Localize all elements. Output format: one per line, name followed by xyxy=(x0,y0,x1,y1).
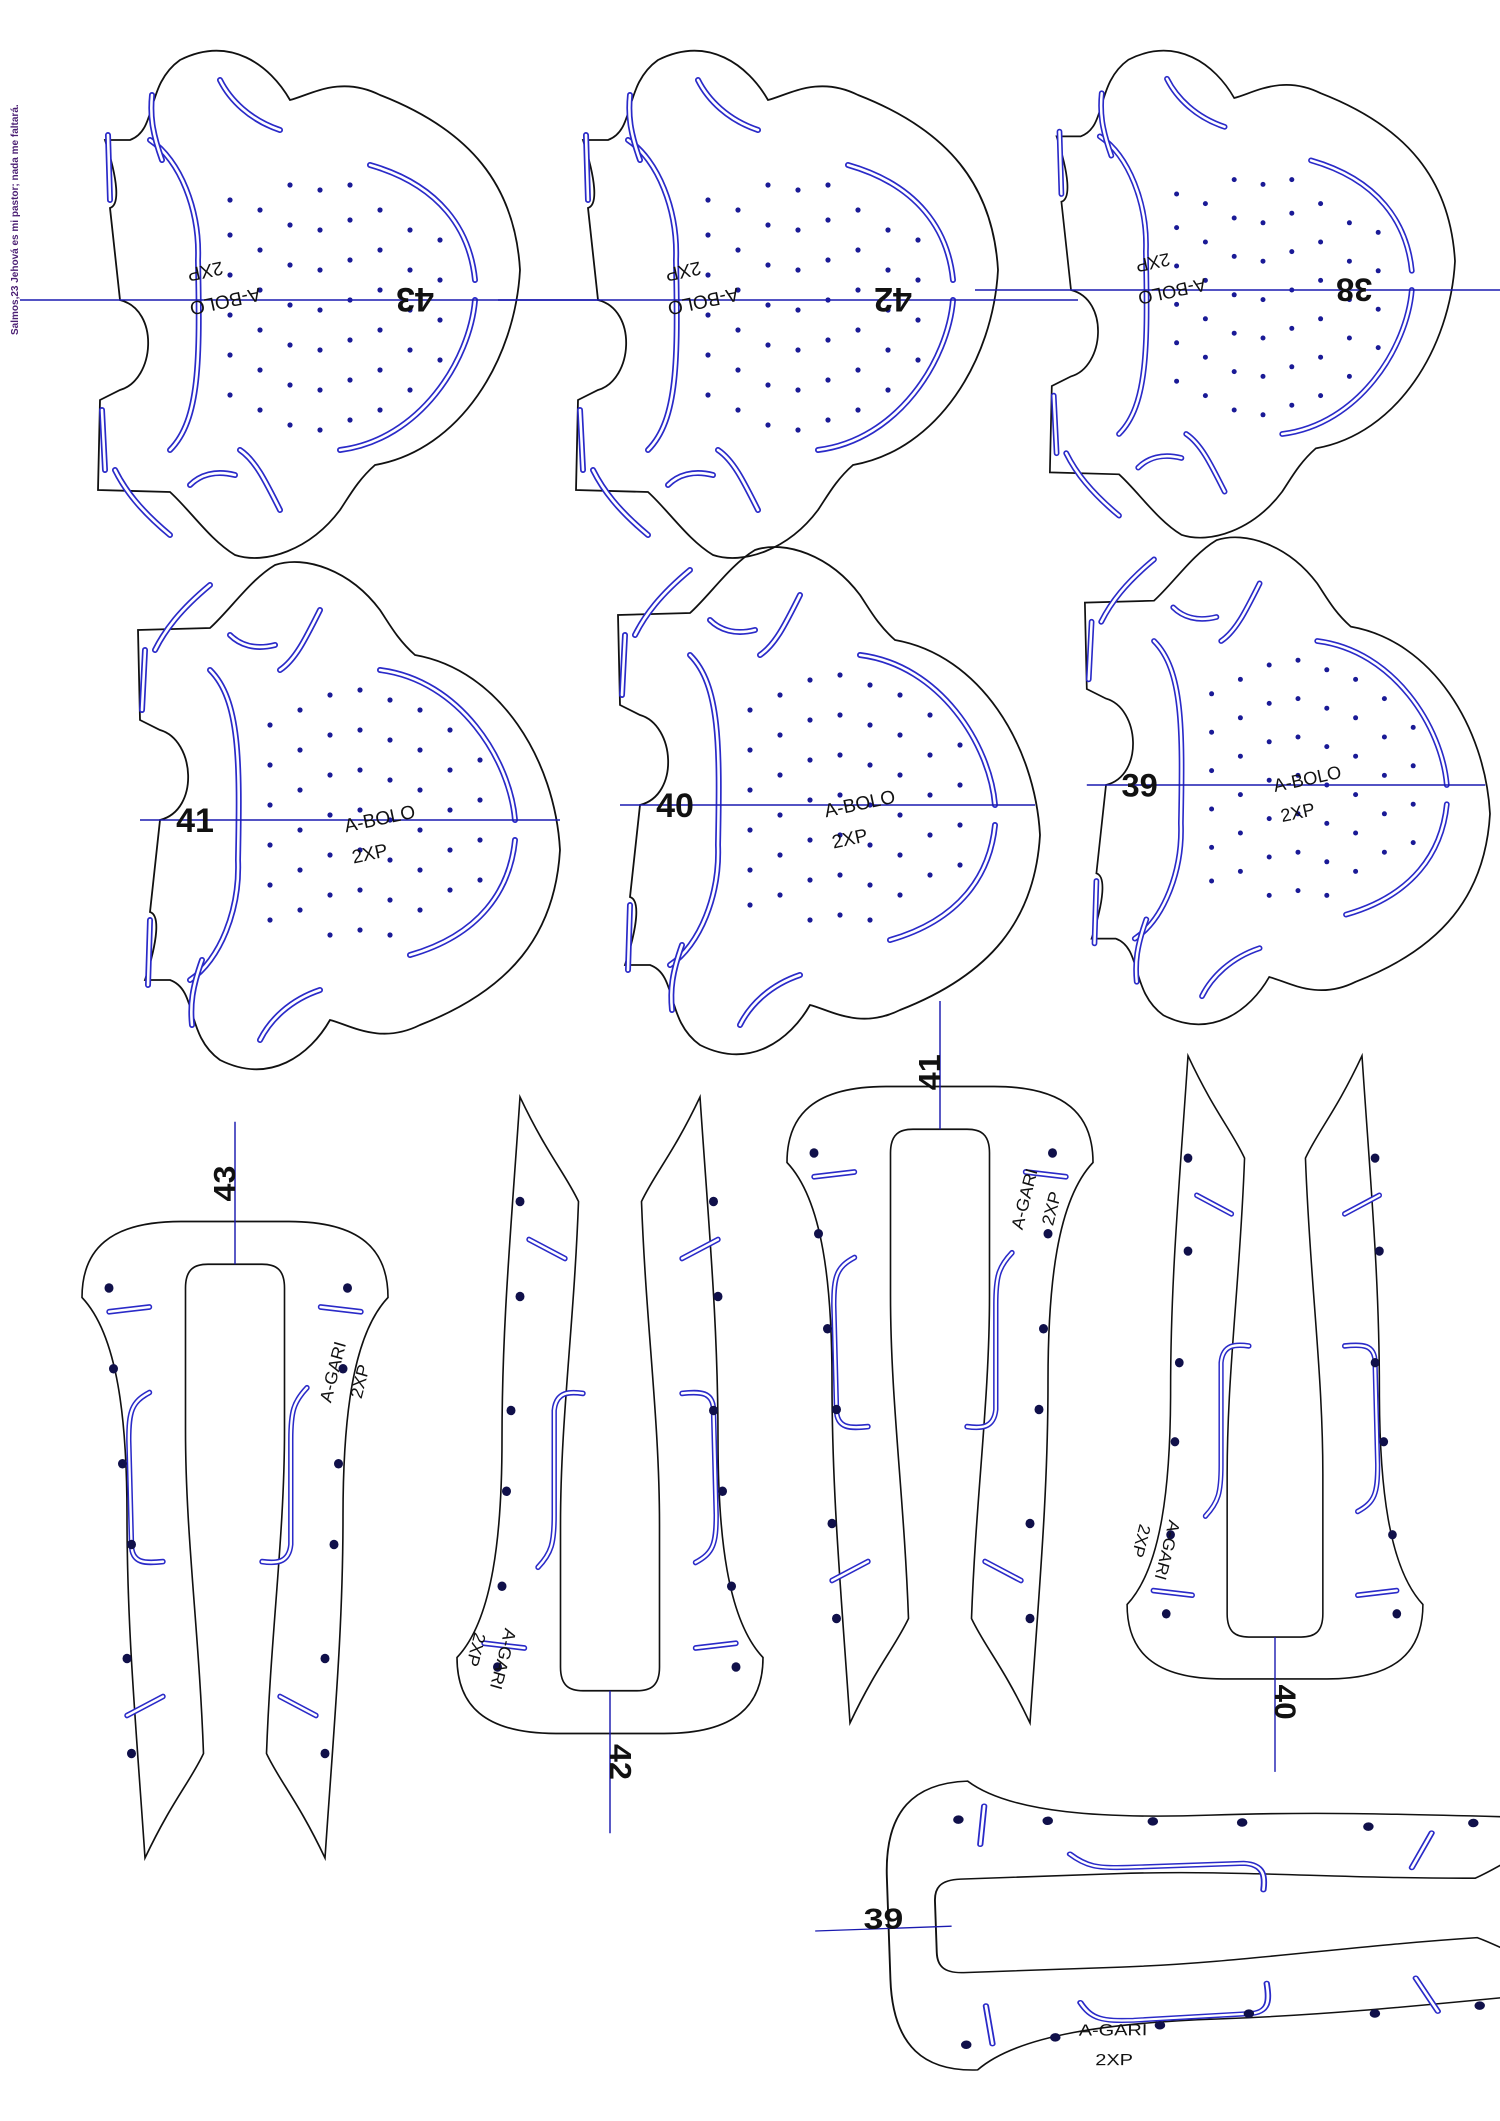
vamp-qty-42: 2XP xyxy=(663,256,703,284)
vamp-mark-39: A-BOLO xyxy=(1271,761,1343,796)
vamp-size-41: 41 xyxy=(176,802,214,840)
quarter-piece-41: 41 A-GARI 2XP xyxy=(787,1000,1093,1723)
quarter-mark-42: A-GARI xyxy=(486,1626,520,1691)
quarter-qty-43: 2XP xyxy=(346,1362,373,1400)
vamp-size-38: 38 xyxy=(1336,271,1372,308)
quarter-qty-42: 2XP xyxy=(463,1630,490,1668)
vamp-piece-43: 43 A-BOLO 2XP xyxy=(20,51,600,558)
vamp-mark-41: A-BOLO xyxy=(343,802,418,837)
quarter-qty-41: 2XP xyxy=(1038,1189,1065,1227)
vamp-size-40: 40 xyxy=(656,787,694,825)
quarter-size-40: 40 xyxy=(1268,1685,1301,1720)
side-verse-text: Salmos,23 Jehová es mi pastor; nada me f… xyxy=(10,104,21,335)
quarter-size-42: 42 xyxy=(603,1744,637,1780)
vamp-size-43: 43 xyxy=(396,280,434,318)
quarter-qty-40: 2XP xyxy=(1128,1522,1154,1559)
quarter-piece-42: 42 A-GARI 2XP xyxy=(457,1097,763,1834)
quarter-size-43: 43 xyxy=(208,1166,242,1202)
vamp-mark-40: A-BOLO xyxy=(823,787,898,822)
quarter-size-41: 41 xyxy=(913,1054,947,1090)
vamp-qty-40: 2XP xyxy=(830,826,870,854)
quarter-size-39: 39 xyxy=(863,1903,903,1935)
vamp-piece-40: 40 A-BOLO 2XP xyxy=(618,547,1040,1054)
vamp-piece-38: 38 A-BOLO 2XP xyxy=(974,51,1500,538)
vamp-piece-42: 42 A-BOLO 2XP xyxy=(498,51,1078,558)
vamp-piece-39: 39 A-BOLO 2XP xyxy=(1085,537,1490,1024)
vamp-qty-39: 2XP xyxy=(1279,798,1317,826)
vamp-qty-38: 2XP xyxy=(1134,249,1172,277)
vamp-qty-41: 2XP xyxy=(350,841,390,869)
quarter-qty-39: 2XP xyxy=(1095,2051,1133,2069)
quarter-mark-39: A-GARI xyxy=(1079,2021,1148,2039)
quarter-piece-39: 39 A-GARI 2XP xyxy=(815,1759,1500,2079)
quarter-mark-41: A-GARI xyxy=(1007,1166,1041,1231)
quarter-piece-43: 43 A-GARI 2XP xyxy=(82,1121,388,1858)
quarter-mark-40: A-GARI xyxy=(1151,1518,1183,1582)
vamp-piece-41: 41 A-BOLO 2XP xyxy=(138,562,560,1069)
quarter-piece-40: 40 A-GARI 2XP xyxy=(1127,1056,1423,1772)
vamp-size-39: 39 xyxy=(1121,767,1157,804)
vamp-size-42: 42 xyxy=(874,280,912,318)
vamp-qty-43: 2XP xyxy=(185,256,225,284)
